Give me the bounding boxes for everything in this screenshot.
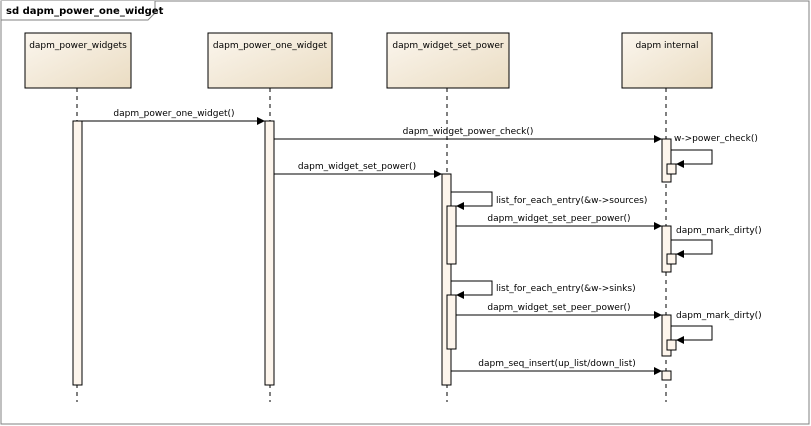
message-peer-power-2-label: dapm_widget_set_peer_power() (487, 303, 630, 313)
activation-set (441, 173, 452, 386)
lifeline-widgets-box (24, 32, 132, 89)
lifeline-widgets: dapm_power_widgets (24, 32, 132, 402)
lifeline-one-box (207, 32, 333, 89)
frame-title: sd dapm_power_one_widget (6, 6, 164, 17)
activations (72, 120, 677, 386)
activation-internal-insert (661, 370, 672, 381)
lifeline-internal-label: dapm internal (635, 41, 698, 51)
lifeline-internal-box (621, 32, 713, 89)
message-mark-dirty-2: dapm_mark_dirty() (671, 311, 762, 344)
message-sinks-loop-label: list_for_each_entry(&w->sinks) (496, 284, 636, 294)
message-mark-dirty-1-label: dapm_mark_dirty() (676, 226, 762, 236)
message-sinks-loop-arrow (451, 280, 493, 299)
message-set-power-label: dapm_widget_set_power() (298, 162, 416, 172)
message-power-one-widget: dapm_power_one_widget() (82, 109, 265, 125)
message-peer-power-1: dapm_widget_set_peer_power() (456, 214, 662, 230)
message-mark-dirty-2-label: dapm_mark_dirty() (676, 311, 762, 321)
message-peer-power-2: dapm_widget_set_peer_power() (456, 303, 662, 319)
message-mark-dirty-1: dapm_mark_dirty() (671, 226, 762, 258)
activation-internal-check (661, 138, 672, 183)
lifeline-set: dapm_widget_set_power (386, 32, 510, 402)
activation-internal-dirty-1 (661, 225, 672, 273)
lifeline-internal: dapm internal (621, 32, 713, 402)
message-w-power-check: w->power_check() (671, 134, 758, 168)
activation-one (264, 120, 275, 386)
activation-internal-check-nested (666, 163, 677, 175)
activation-internal-dirty-2-nested (666, 339, 677, 351)
message-power-check: dapm_widget_power_check() (274, 127, 662, 143)
message-seq-insert: dapm_seq_insert(up_list/down_list) (451, 359, 662, 375)
message-seq-insert-label: dapm_seq_insert(up_list/down_list) (478, 359, 636, 369)
message-sinks-loop: list_for_each_entry(&w->sinks) (451, 280, 636, 299)
message-power-one-widget-label: dapm_power_one_widget() (113, 109, 234, 119)
message-power-check-label: dapm_widget_power_check() (403, 127, 534, 137)
message-set-power: dapm_widget_set_power() (274, 162, 442, 178)
activation-internal-dirty-1-nested (666, 253, 677, 265)
activation-set-sources (446, 205, 457, 265)
activation-widgets (72, 120, 83, 386)
lifeline-widgets-label: dapm_power_widgets (29, 41, 127, 51)
message-w-power-check-label: w->power_check() (674, 134, 758, 144)
message-sources-loop-arrow (451, 191, 493, 210)
activation-internal-dirty-2 (661, 314, 672, 357)
message-mark-dirty-2-arrow (671, 325, 713, 344)
lifeline-set-box (386, 32, 510, 89)
message-w-power-check-arrow (671, 149, 713, 168)
message-sources-loop-label: list_for_each_entry(&w->sources) (496, 196, 647, 206)
lifeline-set-label: dapm_widget_set_power (392, 41, 503, 51)
message-mark-dirty-1-arrow (671, 239, 713, 258)
message-peer-power-1-label: dapm_widget_set_peer_power() (487, 214, 630, 224)
activation-set-sinks (446, 294, 457, 350)
message-sources-loop: list_for_each_entry(&w->sources) (451, 191, 647, 210)
frame-title-tab (0, 1, 156, 21)
lifeline-one: dapm_power_one_widget (207, 32, 333, 402)
lifeline-one-label: dapm_power_one_widget (213, 41, 328, 51)
